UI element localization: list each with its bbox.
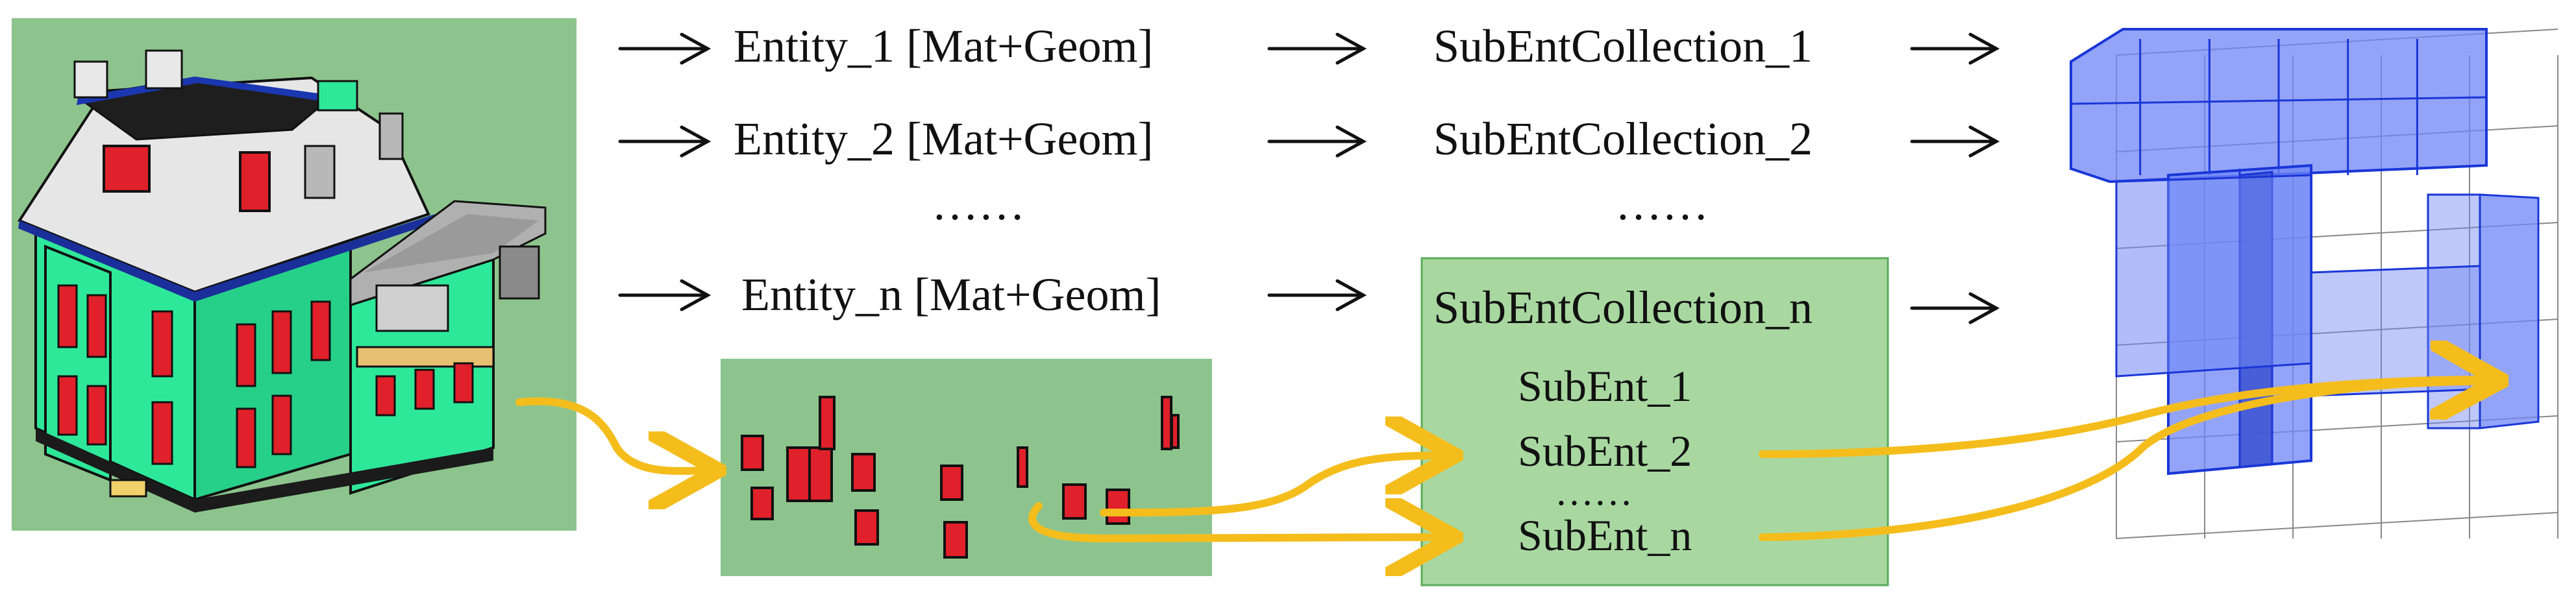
entity-ellipsis: …… [932,178,1025,230]
arrow-to-entity-1 [618,32,712,65]
entity-1-label: Entity_1 [Mat+Geom] [734,20,1154,72]
voxel-grid-icon [2070,28,2558,539]
subent-1-label: SubEnt_1 [1518,361,1692,411]
arrow-to-entity-2 [618,125,712,158]
subent-n-label: SubEnt_n [1518,511,1692,560]
subentcollection-1-label: SubEntCollection_1 [1433,20,1813,72]
subentcollection-n-label: SubEntCollection_n [1433,282,1813,333]
entity-n-label: Entity_n [Mat+Geom] [741,269,1161,320]
building-model-icon [12,18,576,531]
flow-subent-n-to-voxels [1759,381,2493,541]
flow-window-to-subent-2 [1100,455,1448,516]
subent-2-label: SubEnt_2 [1518,426,1692,476]
arrow-to-entity-n [618,279,712,311]
subentcollection-2-label: SubEntCollection_2 [1433,113,1813,165]
flow-window-to-subent-n [1028,506,1448,538]
subent-ellipsis: …… [1555,470,1633,513]
arrow-to-voxels-2 [1910,125,2000,158]
arrow-to-voxels-n [1910,292,2000,324]
window-entities-icon [721,359,1212,576]
arrow-to-voxels-1 [1910,32,2000,65]
collection-ellipsis: …… [1615,178,1709,230]
entity-2-label: Entity_2 [Mat+Geom] [734,113,1154,165]
arrow-to-collection-2 [1267,125,1367,158]
subent-collection-panel [1420,257,1889,586]
flow-building-to-windows [515,397,711,471]
arrow-to-collection-n [1267,279,1367,311]
arrow-to-collection-1 [1267,32,1367,65]
